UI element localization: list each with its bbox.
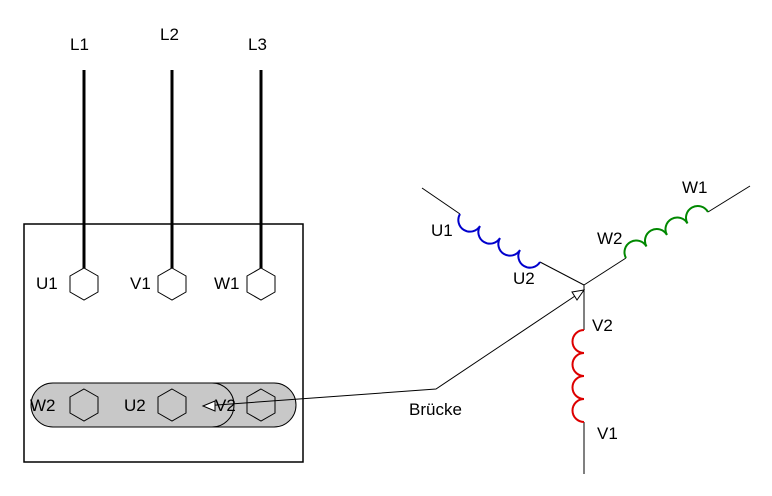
star-lead-w <box>707 185 751 213</box>
terminal-hex-v2 <box>246 388 276 422</box>
terminal-hex-w1 <box>246 267 276 301</box>
terminal-label-u1: U1 <box>36 274 58 293</box>
winding-w-coil <box>623 205 709 259</box>
bridge-pointer-line <box>202 289 585 407</box>
terminal-hex-w2 <box>69 388 99 422</box>
line-label-l2: L2 <box>160 25 179 44</box>
star-label-v2: V2 <box>592 316 613 335</box>
bridge-arrowhead-left <box>201 400 216 412</box>
terminal-hex-u2 <box>157 388 187 422</box>
terminal-label-v2: V2 <box>215 396 236 415</box>
terminal-hex-u1 <box>69 267 99 301</box>
winding-v-coil <box>571 329 585 423</box>
star-link-w <box>583 257 627 286</box>
terminal-box <box>23 223 304 463</box>
star-label-w2: W2 <box>597 229 623 248</box>
star-label-w1: W1 <box>682 178 708 197</box>
line-label-l1: L1 <box>70 35 89 54</box>
line-label-l3: L3 <box>248 35 267 54</box>
terminal-label-v1: V1 <box>130 274 151 293</box>
bridge-bar-arc <box>211 382 235 428</box>
star-label-u1: U1 <box>431 221 453 240</box>
star-link-u <box>539 261 585 286</box>
star-label-u2: U2 <box>513 269 535 288</box>
star-lead-u <box>421 187 461 215</box>
bridge-arrowhead-star <box>571 289 586 301</box>
winding-u-coil <box>457 213 541 269</box>
terminal-label-w1: W1 <box>214 274 240 293</box>
terminal-hex-v1 <box>157 267 187 301</box>
terminal-label-w2: W2 <box>30 396 56 415</box>
star-label-v1: V1 <box>597 424 618 443</box>
bridge-label: Brücke <box>409 400 462 419</box>
terminal-label-u2: U2 <box>124 396 146 415</box>
